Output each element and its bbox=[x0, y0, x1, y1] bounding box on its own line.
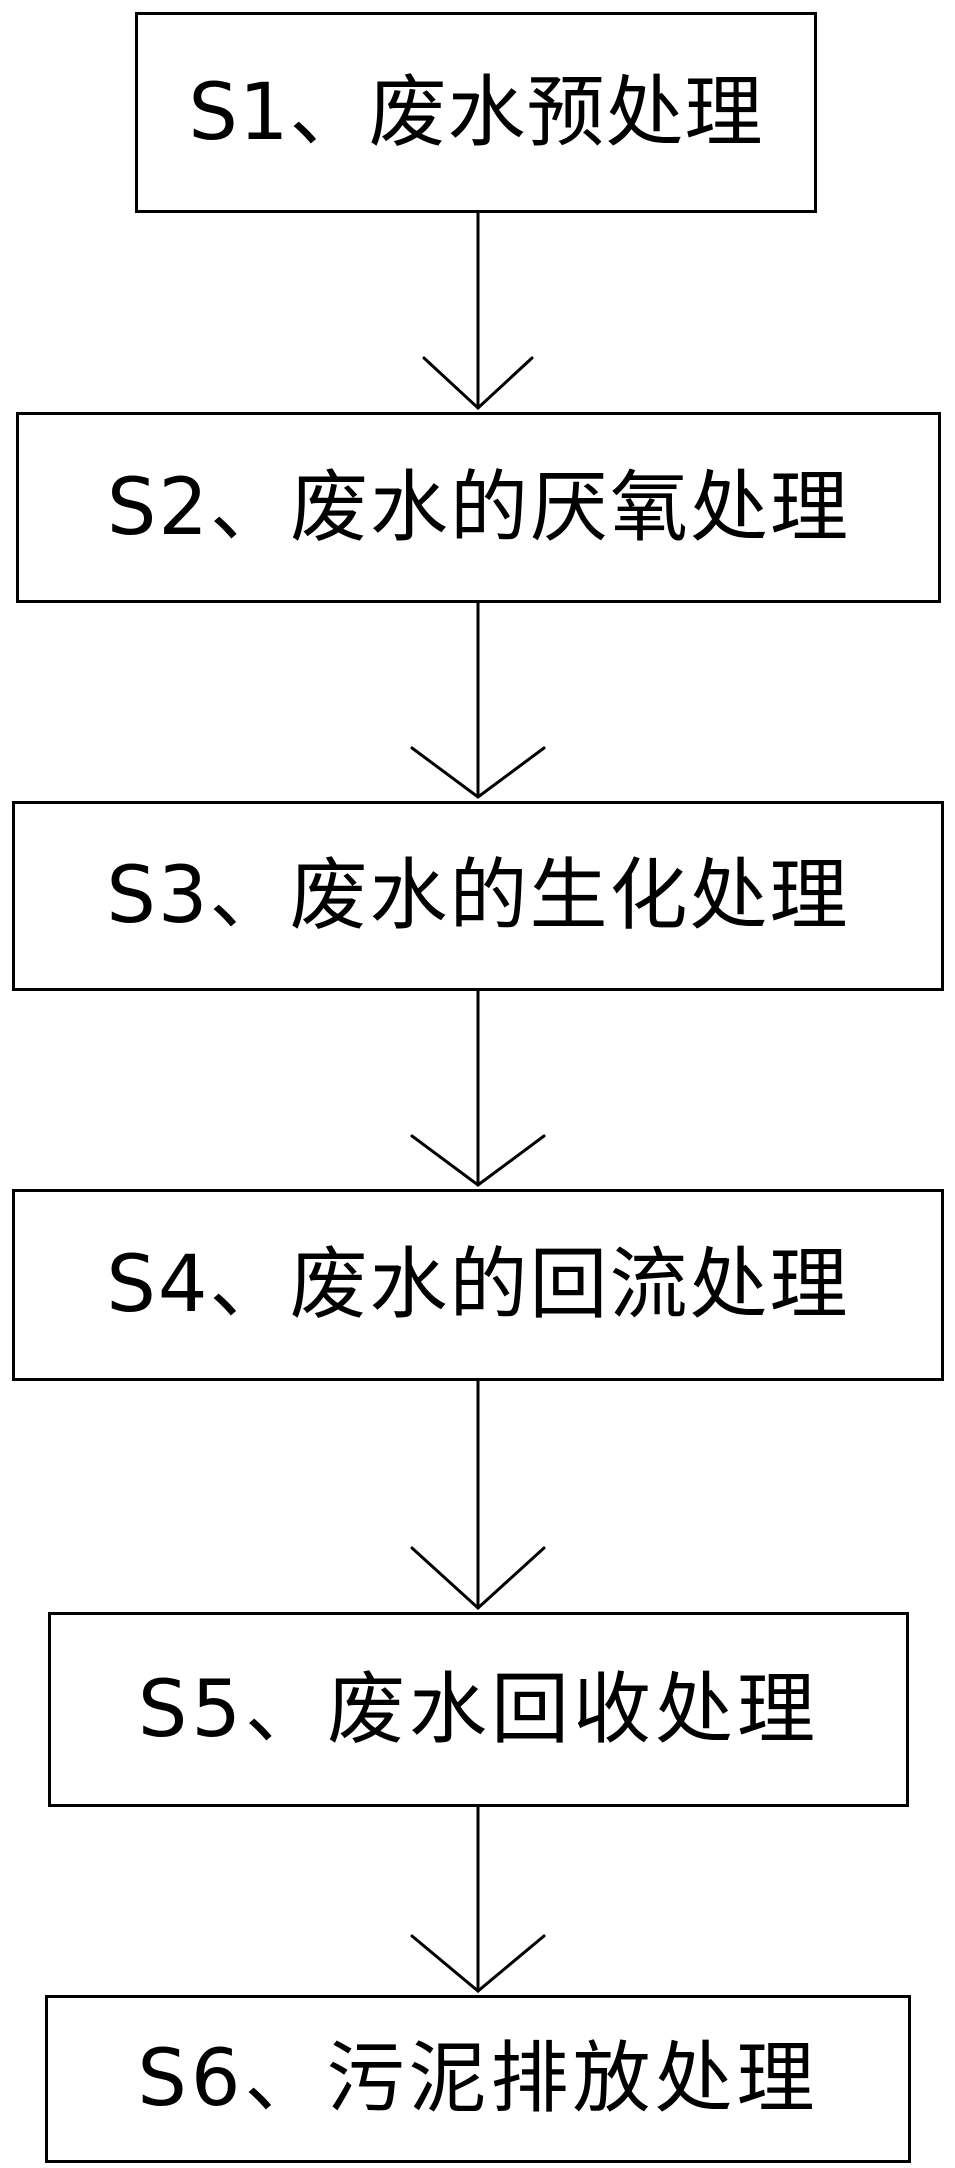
arrow-s1-to-s2 bbox=[422, 211, 534, 411]
step-label-s6: S6、污泥排放处理 bbox=[137, 2034, 819, 2124]
arrow-s2-to-s3 bbox=[410, 601, 546, 799]
step-box-s4: S4、废水的回流处理 bbox=[12, 1189, 944, 1381]
step-label-s2: S2、废水的厌氧处理 bbox=[106, 462, 851, 553]
step-box-s3: S3、废水的生化处理 bbox=[12, 801, 944, 991]
step-label-s5: S5、废水回收处理 bbox=[137, 1664, 820, 1755]
step-label-s1: S1、废水预处理 bbox=[188, 67, 764, 158]
step-box-s6: S6、污泥排放处理 bbox=[45, 1995, 911, 2163]
step-label-s4: S4、废水的回流处理 bbox=[106, 1240, 850, 1330]
step-box-s5: S5、废水回收处理 bbox=[48, 1612, 909, 1807]
step-box-s2: S2、废水的厌氧处理 bbox=[16, 412, 941, 603]
arrow-s4-to-s5 bbox=[410, 1379, 546, 1611]
arrow-s3-to-s4 bbox=[410, 989, 546, 1187]
arrow-s5-to-s6 bbox=[410, 1805, 546, 1993]
step-box-s1: S1、废水预处理 bbox=[135, 12, 817, 213]
step-label-s3: S3、废水的生化处理 bbox=[106, 851, 850, 941]
